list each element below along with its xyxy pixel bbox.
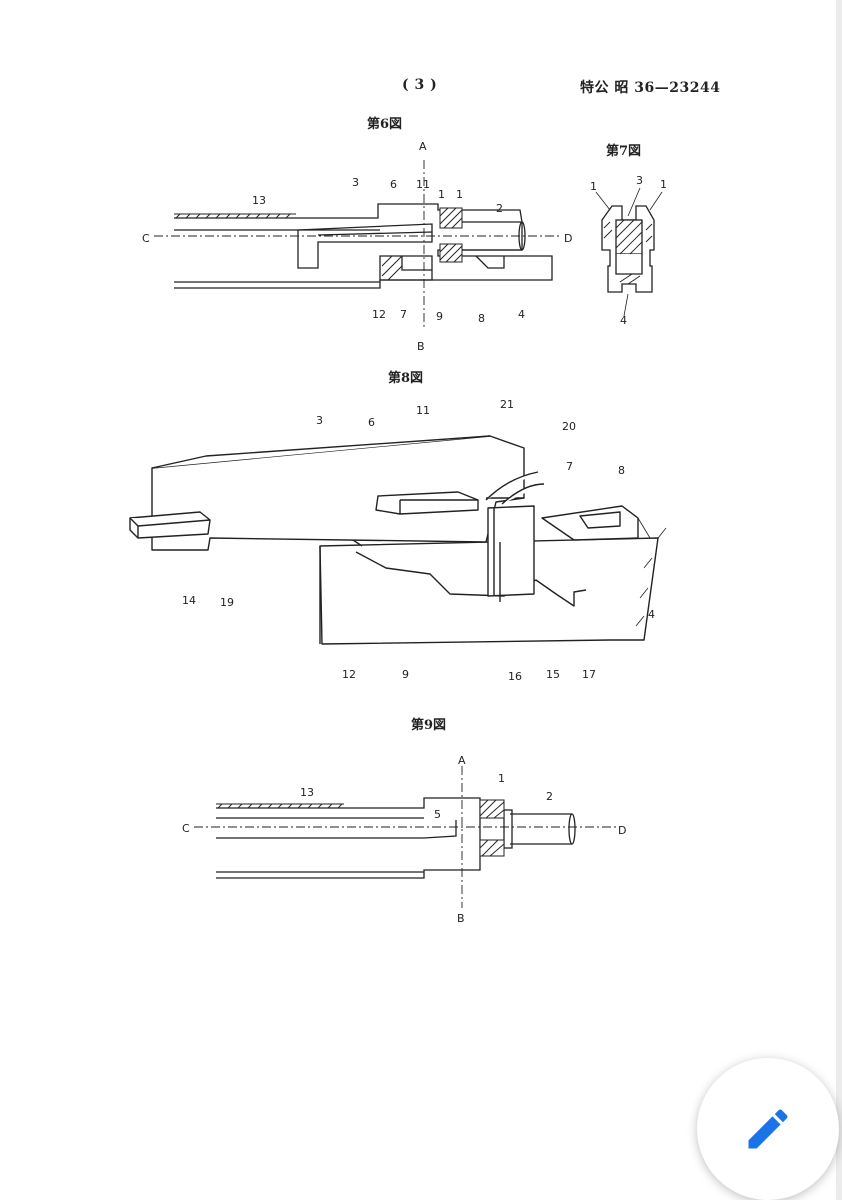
fig8-label-12: 12: [342, 668, 356, 681]
fig6-label-7: 7: [400, 308, 407, 321]
page-number: ( 3 ): [402, 77, 438, 93]
fig8-label-11: 11: [416, 404, 430, 417]
fig9-label-5: 5: [434, 808, 441, 821]
fig8-label-3: 3: [316, 414, 323, 427]
fig7-label-3: 3: [636, 174, 643, 187]
fig8-label-8: 8: [618, 464, 625, 477]
fig7-label-1b: 1: [660, 178, 667, 191]
fig6-label-8: 8: [478, 312, 485, 325]
fig8-label-7: 7: [566, 460, 573, 473]
fig8-label-16: 16: [508, 670, 522, 683]
fig7-label-1a: 1: [590, 180, 597, 193]
figure-9-title: 第9図: [411, 718, 447, 733]
fig6-label-D: D: [564, 232, 572, 245]
fig6-label-11: 11: [416, 178, 430, 191]
fig9-label-A: A: [458, 754, 466, 767]
figure-6-drawing: A B C D 1 1 2 3 4 6 7 8 9 11 12 13: [142, 140, 572, 353]
pencil-icon: [748, 1109, 788, 1149]
fig8-label-15: 15: [546, 668, 560, 681]
patent-number: 特公 昭 36—23244: [580, 80, 721, 96]
figure-7-title: 第7図: [606, 144, 642, 159]
fig9-label-13: 13: [300, 786, 314, 799]
fig8-label-6: 6: [368, 416, 375, 429]
fig8-label-19: 19: [220, 596, 234, 609]
figure-7-drawing: 1 3 1 4: [590, 174, 667, 327]
fig6-label-A: A: [419, 140, 427, 153]
fig8-label-9: 9: [402, 668, 409, 681]
fig6-label-B: B: [417, 340, 425, 353]
figure-8-title: 第8図: [388, 371, 424, 386]
fig6-label-12: 12: [372, 308, 386, 321]
fig6-label-9: 9: [436, 310, 443, 323]
fig8-label-20: 20: [562, 420, 576, 433]
fig9-label-C: C: [182, 822, 190, 835]
figure-9-drawing: A B C D 1 2 5 13: [182, 754, 626, 925]
figure-6-title: 第6図: [367, 117, 403, 132]
fig6-label-1b: 1: [456, 188, 463, 201]
figure-8-drawing: 3 6 11 21 20 7 8 4 14 19 12 9 16 15 17: [129, 398, 667, 683]
fig6-label-6: 6: [390, 178, 397, 191]
edit-button[interactable]: [697, 1058, 839, 1200]
fig7-label-4: 4: [620, 314, 627, 327]
fig8-label-4: 4: [648, 608, 655, 621]
fig9-label-B: B: [457, 912, 465, 925]
fig6-label-13: 13: [252, 194, 266, 207]
fig6-label-4: 4: [518, 308, 525, 321]
fig6-label-3: 3: [352, 176, 359, 189]
fig6-label-1a: 1: [438, 188, 445, 201]
fig8-label-17: 17: [582, 668, 596, 681]
fig9-label-2: 2: [546, 790, 553, 803]
fig9-label-1: 1: [498, 772, 505, 785]
fig9-label-D: D: [618, 824, 626, 837]
viewer-scrollbar[interactable]: [836, 0, 842, 1200]
fig8-label-21: 21: [500, 398, 514, 411]
fig6-label-2: 2: [496, 202, 503, 215]
fig6-label-C: C: [142, 232, 150, 245]
fig8-label-14: 14: [182, 594, 196, 607]
